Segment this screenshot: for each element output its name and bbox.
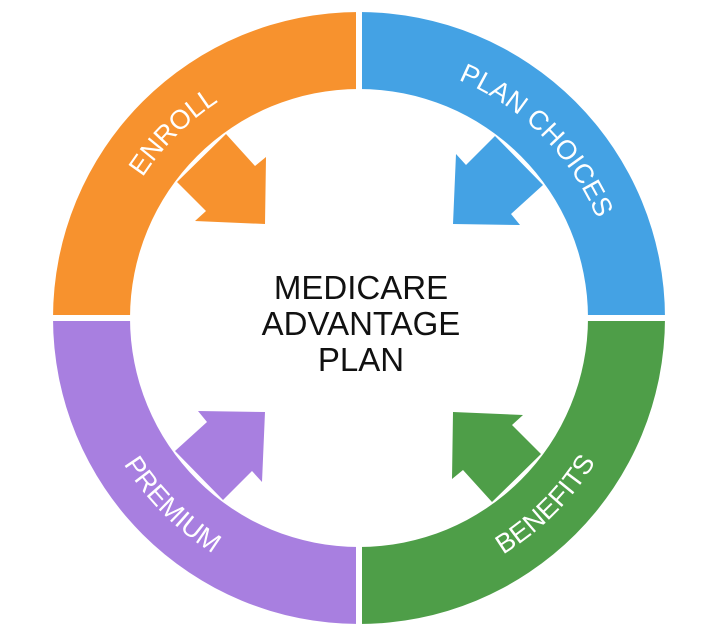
divider-horizontal [0, 315, 720, 321]
segment-plan-choices [359, 12, 665, 318]
center-title-line-3: PLAN [318, 341, 404, 378]
divider-vertical [356, 0, 362, 627]
segment-enroll [53, 12, 359, 318]
center-title-line-2: ADVANTAGE [262, 305, 461, 342]
segment-benefits [359, 318, 665, 624]
center-title-line-1: MEDICARE [274, 269, 448, 306]
segment-premium [53, 318, 359, 624]
